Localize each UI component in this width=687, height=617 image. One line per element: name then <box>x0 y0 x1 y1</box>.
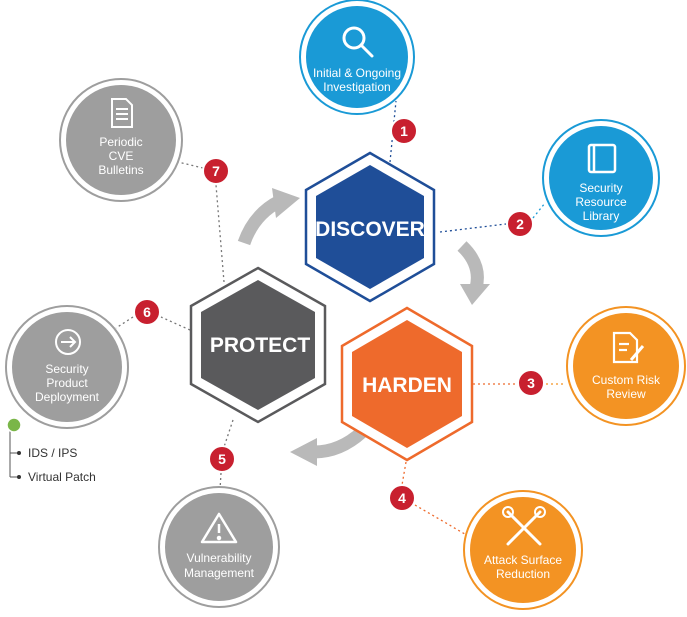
hexagon-discover-label: DISCOVER <box>315 218 425 241</box>
hexagon-harden-label: HARDEN <box>362 374 452 397</box>
sub-list-marker <box>6 417 22 433</box>
step-2-label-line-2: Resource <box>575 195 627 209</box>
step-4-label-line-2: Reduction <box>496 567 550 581</box>
step-periodic-cve-bulletins: Periodic CVE Bulletins <box>59 78 183 202</box>
step-3-label-line-1: Custom Risk <box>592 373 661 387</box>
step-6-label-line-1: Security <box>45 362 88 376</box>
warning-icon <box>200 512 238 544</box>
step-attack-surface-reduction: Attack Surface Reduction <box>463 490 583 610</box>
badge-7-number: 7 <box>212 163 220 179</box>
book-icon <box>587 143 617 174</box>
badge-3-number: 3 <box>527 375 535 391</box>
connector-2 <box>439 223 507 233</box>
step-7-label-line-2: CVE <box>109 149 134 163</box>
hexagon-protect-label: PROTECT <box>210 334 311 357</box>
hexagon-harden: HARDEN <box>340 306 474 462</box>
step-resource-library: Security Resource Library <box>542 119 660 237</box>
step-6-label-line-2: Product <box>46 376 88 390</box>
cycle-arrow-discover-to-harden <box>457 241 490 305</box>
badge-3: 3 <box>517 369 545 397</box>
magnifier-icon <box>342 26 374 58</box>
connector-5 <box>223 419 234 448</box>
step-4-label-line-1: Attack Surface <box>484 553 562 567</box>
connector-7b <box>177 161 204 169</box>
step-7-label-line-3: Bulletins <box>98 163 143 177</box>
sub-item-ids-ips: IDS / IPS <box>28 446 77 460</box>
connector-6b <box>115 316 134 329</box>
badge-1: 1 <box>390 117 418 145</box>
step-vulnerability-management: Vulnerability Management <box>158 486 280 608</box>
badge-4: 4 <box>388 484 416 512</box>
tools-icon <box>502 506 546 546</box>
step-1-label-line-1: Initial & Ongoing <box>313 66 401 80</box>
deployment-sub-list: IDS / IPS Virtual Patch <box>6 417 96 484</box>
step-5-label-line-2: Management <box>184 566 255 580</box>
badge-6: 6 <box>133 298 161 326</box>
badge-5: 5 <box>208 445 236 473</box>
connector-7 <box>215 184 225 283</box>
connector-lines <box>115 100 566 538</box>
step-1-label-line-2: Investigation <box>323 80 390 94</box>
badge-2: 2 <box>506 210 534 238</box>
hexagon-protect: PROTECT <box>189 266 327 424</box>
badge-4-number: 4 <box>398 490 406 506</box>
hexagon-discover: DISCOVER <box>304 151 436 303</box>
cycle-arrow-harden-to-protect <box>290 427 367 466</box>
badge-1-number: 1 <box>400 123 408 139</box>
connector-2b <box>532 202 546 219</box>
step-3-label-line-2: Review <box>606 387 646 401</box>
connector-4b <box>414 504 471 538</box>
badge-6-number: 6 <box>143 304 151 320</box>
sub-item-virtual-patch: Virtual Patch <box>28 470 96 484</box>
step-5-label-line-1: Vulnerability <box>187 551 252 565</box>
connector-6 <box>160 316 191 331</box>
step-2-label-line-1: Security <box>579 181 622 195</box>
document-pen-icon <box>612 331 645 364</box>
step-custom-risk-review: Custom Risk Review <box>566 306 686 426</box>
document-icon <box>111 98 133 128</box>
step-badges: 1 2 3 4 5 6 7 <box>133 117 545 512</box>
step-investigation: Initial & Ongoing Investigation <box>299 0 415 115</box>
step-security-product-deployment: Security Product Deployment <box>5 305 129 429</box>
connector-4 <box>401 461 407 486</box>
badge-2-number: 2 <box>516 216 524 232</box>
badge-5-number: 5 <box>218 451 226 467</box>
step-7-label-line-1: Periodic <box>99 135 142 149</box>
arrow-circle-icon <box>55 329 81 355</box>
cycle-arrows <box>237 188 490 466</box>
cycle-arrow-protect-to-discover <box>237 188 300 246</box>
badge-7: 7 <box>202 157 230 185</box>
step-6-label-line-3: Deployment <box>35 390 100 404</box>
step-2-label-line-3: Library <box>583 209 620 223</box>
